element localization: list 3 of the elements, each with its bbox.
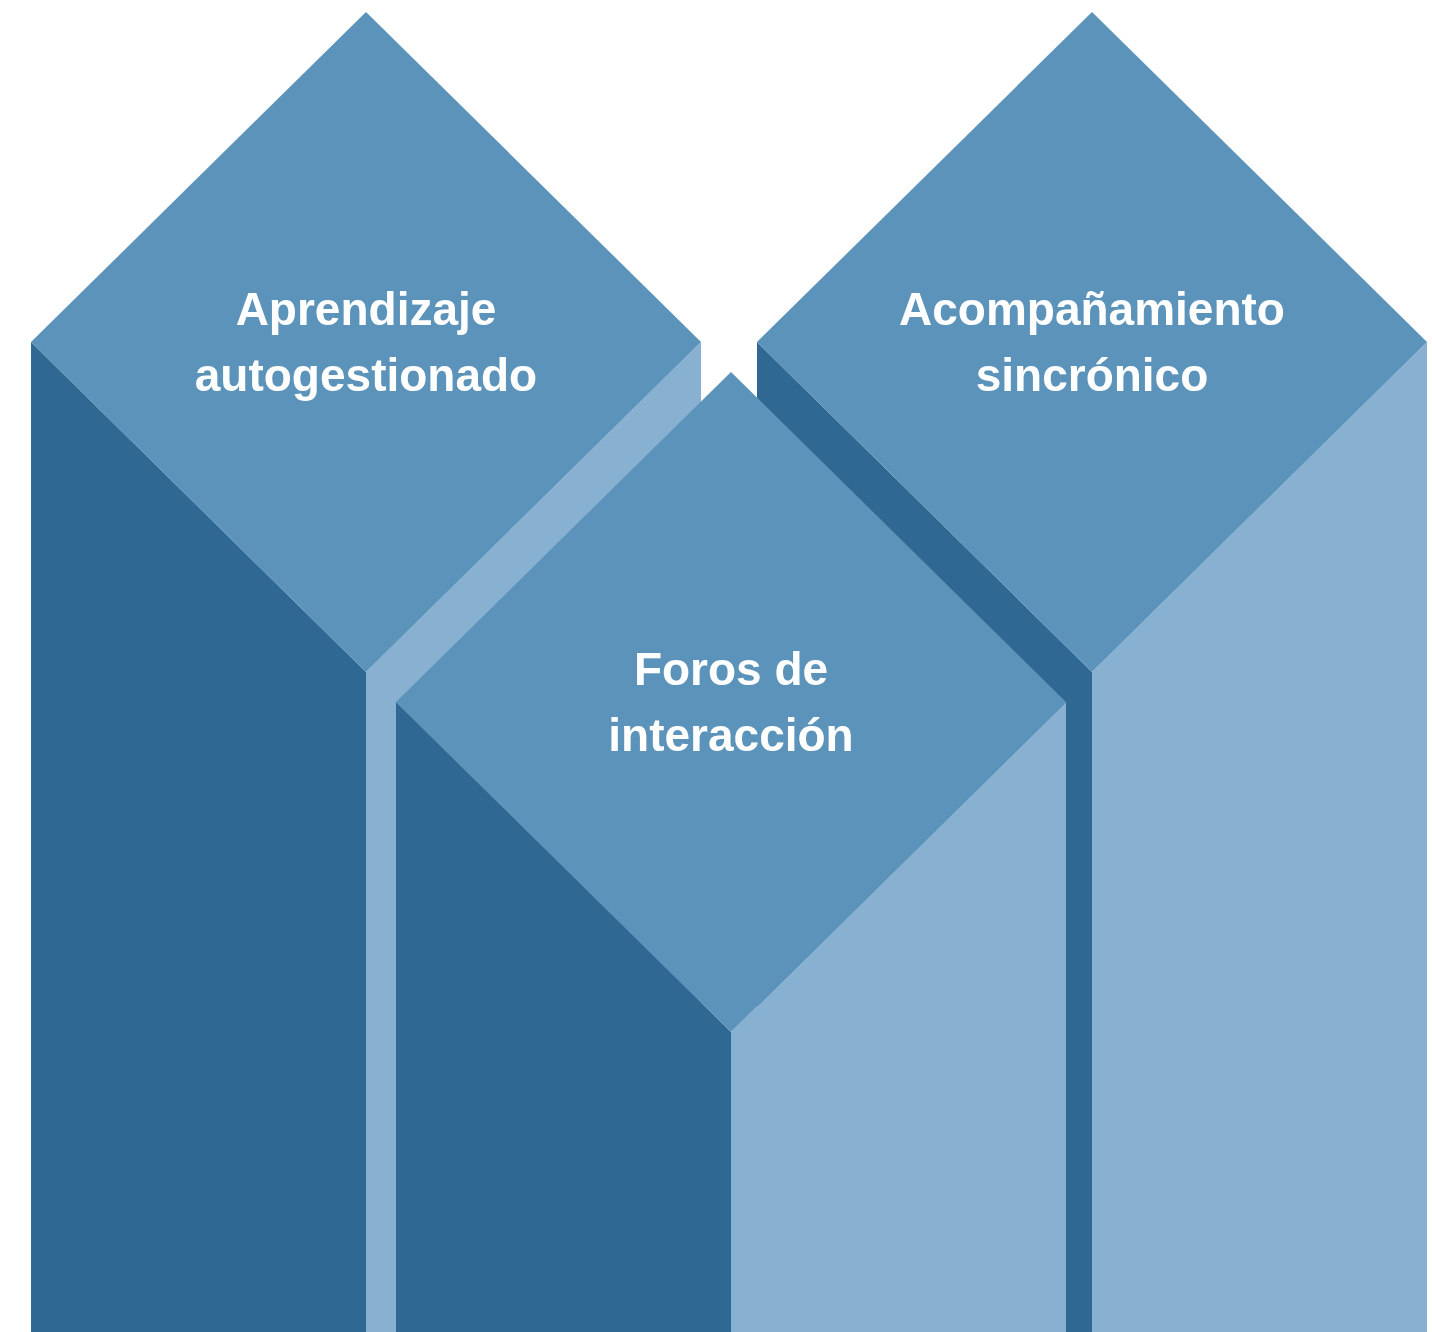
pillar-title: Aprendizaje autogestionado [193, 282, 539, 403]
pillar-title: Acompañamiento sincrónico [898, 282, 1286, 403]
pillar-title: Foros de interacción [607, 642, 855, 763]
